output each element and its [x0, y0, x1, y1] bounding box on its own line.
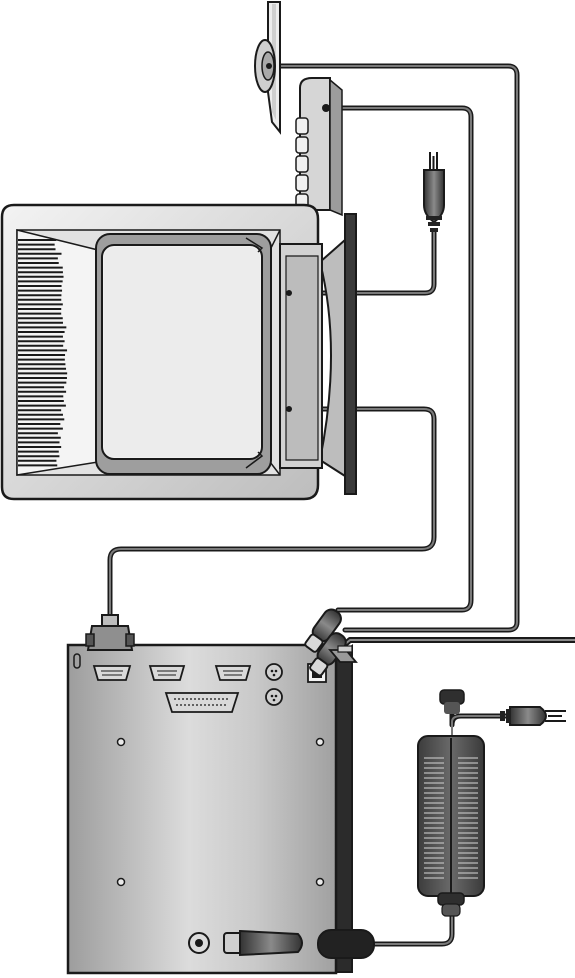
keyboard-port-icon: [322, 104, 330, 112]
vga-plug-icon: [86, 615, 134, 650]
ps2-port-icon: [266, 664, 282, 680]
monitor-video-port-icon: [286, 406, 292, 412]
monitor-screen: [104, 247, 260, 457]
keyboard-keys: [296, 118, 308, 208]
serial-port-icon: [216, 666, 250, 680]
adapter-dc-cable: [370, 912, 452, 944]
adapter-power-plug-icon: [500, 707, 566, 725]
vga-port-icon: [94, 666, 130, 680]
monitor: [2, 205, 356, 499]
mouse: [255, 2, 280, 132]
serial-port-icon: [150, 666, 184, 680]
keyboard: [296, 78, 342, 215]
monitor-power-port-icon: [286, 290, 292, 296]
monitor-power-plug-icon: [424, 152, 444, 232]
computer: [68, 645, 352, 973]
ps2-port-icon: [266, 689, 282, 705]
computer-side: [336, 646, 352, 972]
dc-power-port-icon: [189, 933, 209, 953]
network-cable: [338, 640, 575, 650]
parallel-port-icon: [166, 693, 238, 712]
monitor-stand: [345, 214, 356, 494]
